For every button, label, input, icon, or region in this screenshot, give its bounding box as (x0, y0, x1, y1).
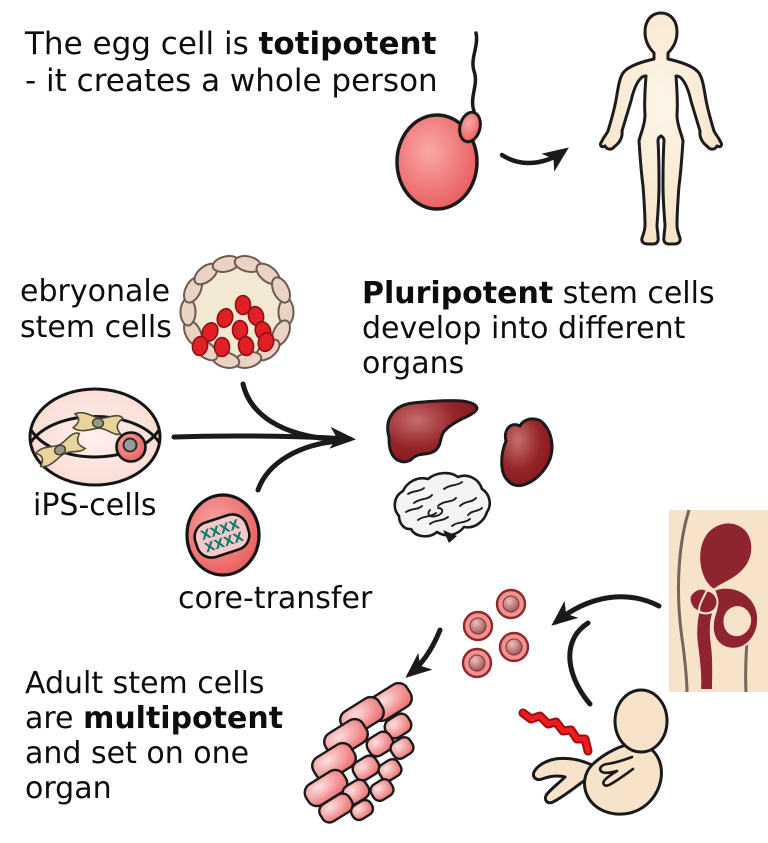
ips-label-text: iPS-cells (33, 488, 157, 523)
brain (393, 471, 492, 543)
fetus-legs (532, 756, 598, 805)
adult-text-line3: and set on one (25, 736, 250, 771)
fibroblast-cell (71, 411, 125, 436)
stem-cell (495, 588, 527, 620)
dish-rim-lower (29, 428, 161, 459)
arrow-from-blastocyst (240, 381, 341, 443)
totipotent-text-line2: - it creates a whole person (25, 63, 438, 99)
fibroblast-cell (33, 432, 87, 468)
label-core-transfer: core-transfer (178, 581, 372, 617)
liver (386, 399, 479, 464)
arrow-from-core-transfer (255, 438, 343, 493)
human-body (599, 11, 723, 246)
brain-stem (443, 530, 457, 543)
egg-cell (395, 113, 479, 211)
stem-cell (498, 631, 530, 663)
fetus-head (613, 688, 669, 754)
adult-text-bold: multipotent (83, 701, 284, 736)
arrow-egg-to-person (499, 147, 569, 172)
arrow-from-hip (551, 594, 662, 626)
egg-cell-illustration (395, 31, 482, 211)
adult-text-line4: organ (25, 771, 112, 806)
pluripotent-text-line3: organs (362, 346, 465, 381)
totipotent-text-bold: totipotent (258, 26, 437, 62)
reprogrammed-cell (115, 431, 147, 463)
arrows-adult (405, 594, 662, 707)
fetus (518, 688, 669, 816)
adult-text-line1: Adult stem cells (25, 666, 265, 701)
petri-dish (28, 387, 162, 487)
umbilical-cord (520, 710, 591, 754)
pluripotent-text-bold: Pluripotent (362, 276, 554, 311)
pluripotent-text-rest: stem cells (553, 276, 715, 311)
pluripotent-text-line2: develop into different (362, 311, 686, 346)
arrow-from-ips (171, 426, 356, 449)
sperm-head (458, 110, 482, 144)
heart (500, 417, 554, 488)
sperm-tail (470, 31, 479, 113)
fetus-arm (598, 755, 635, 787)
caption-totipotent: The egg cell is totipotent- it creates a… (25, 26, 438, 100)
totipotent-text-pre: The egg cell is (25, 26, 259, 62)
body-contour-line (677, 509, 691, 693)
stem-cell (461, 647, 493, 679)
cell-nucleus (193, 513, 251, 559)
inner-cell-mass (191, 294, 275, 358)
embryonic-label-line1: ebryonale (20, 274, 171, 309)
arrow-cells-to-tissue (405, 627, 443, 678)
core-transfer-label-text: core-transfer (178, 581, 373, 616)
femur-shaft (688, 587, 717, 691)
pelvis-bone (688, 521, 760, 691)
label-ips-cells: iPS-cells (33, 488, 157, 524)
brain-sulci (405, 481, 483, 527)
hip-bone-panel (669, 509, 768, 693)
embryonic-label-line2: stem cells (20, 310, 172, 345)
stem-cell (462, 610, 494, 642)
arrow-from-baby (567, 620, 593, 707)
tissue-block (303, 681, 415, 824)
arrows-to-organs (171, 381, 356, 493)
adult-stem-cells (461, 588, 530, 679)
adult-text-line2-pre: are (25, 701, 84, 736)
core-transfer-cell: XXXX XXXX (185, 493, 261, 577)
blastocyst (179, 255, 295, 369)
fetus-body (583, 741, 663, 816)
